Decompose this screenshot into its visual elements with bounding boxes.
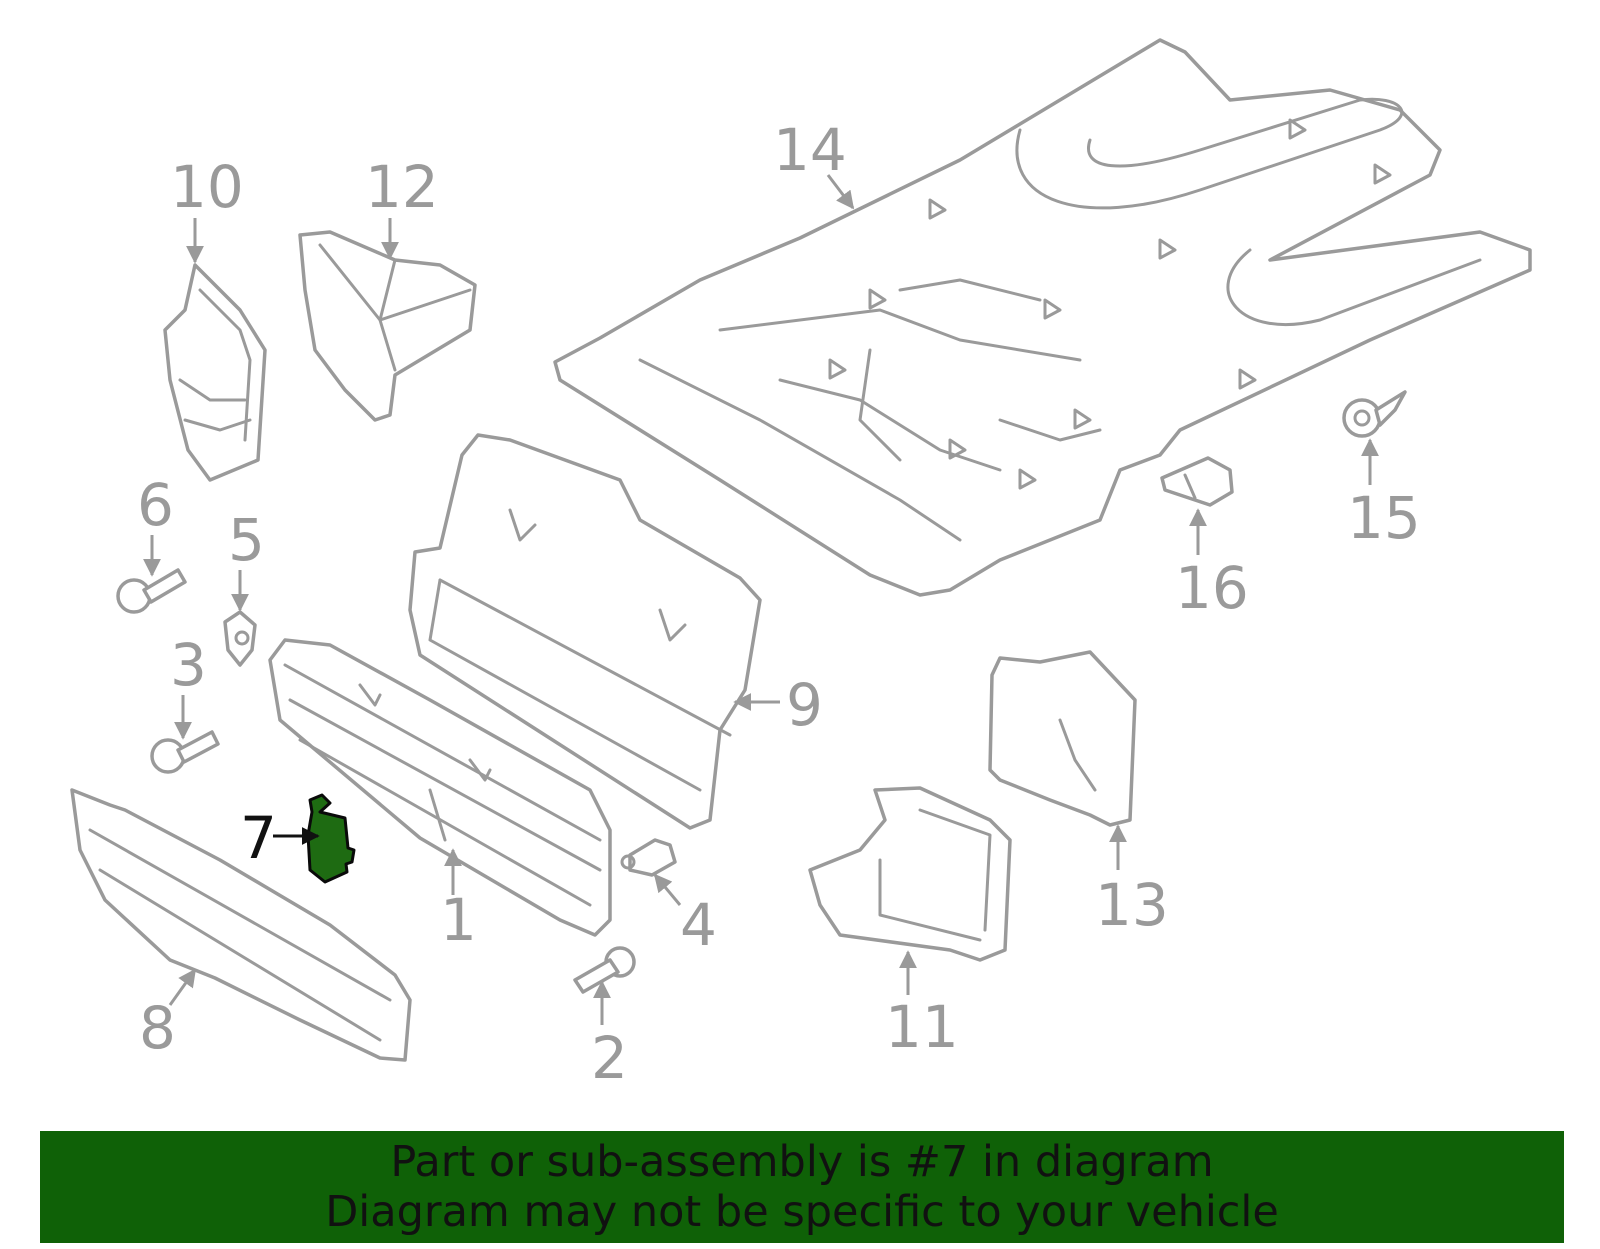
part-5-clip[interactable]	[223, 610, 257, 667]
leader-arrows	[143, 174, 1379, 1025]
part-16-clip[interactable]	[1160, 456, 1234, 507]
callout-12: 12	[365, 153, 439, 221]
callout-5: 5	[228, 506, 265, 574]
callout-14: 14	[773, 116, 847, 184]
callout-8: 8	[139, 994, 176, 1062]
part-3-screw[interactable]	[150, 730, 220, 774]
callout-13: 13	[1095, 871, 1169, 939]
part-13-side-panel[interactable]	[988, 650, 1137, 827]
callout-1: 1	[440, 886, 477, 954]
part-1-grille-support[interactable]	[268, 638, 612, 937]
callout-4: 4	[680, 891, 717, 959]
part-12-air-duct[interactable]	[298, 230, 477, 422]
callout-2: 2	[591, 1024, 628, 1092]
callout-3: 3	[170, 631, 207, 699]
part-14-underbody-shield[interactable]	[553, 38, 1532, 597]
banner-line-1: Part or sub-assembly is #7 in diagram	[390, 1137, 1214, 1187]
part-6-screw[interactable]	[116, 568, 187, 614]
part-2-screw[interactable]	[573, 946, 636, 994]
callout-9: 9	[786, 671, 823, 739]
part-9-radiator-shield[interactable]	[408, 433, 762, 830]
callout-15: 15	[1347, 484, 1421, 552]
part-10-side-deflector[interactable]	[163, 263, 267, 482]
part-11-lower-deflector[interactable]	[808, 786, 1012, 962]
info-banner: Part or sub-assembly is #7 in diagram Di…	[40, 1131, 1564, 1243]
part-7-bracket-highlighted[interactable]	[306, 793, 356, 884]
parts-diagram: 1 2 3 4 5 6 7 8 9 10 11 12 13 14 15 16	[70, 38, 1532, 1092]
callout-16: 16	[1175, 554, 1249, 622]
callout-10: 10	[170, 153, 244, 221]
banner-line-2: Diagram may not be specific to your vehi…	[325, 1187, 1279, 1237]
part-8-impact-absorber[interactable]	[70, 788, 412, 1062]
callout-11: 11	[885, 993, 959, 1061]
callout-7: 7	[240, 804, 277, 872]
callout-labels: 1 2 3 4 5 6 7 8 9 10 11 12 13 14 15 16	[137, 116, 1421, 1092]
callout-6: 6	[137, 471, 174, 539]
part-4-bumper-stop[interactable]	[620, 838, 677, 877]
part-15-fastener[interactable]	[1342, 390, 1407, 438]
